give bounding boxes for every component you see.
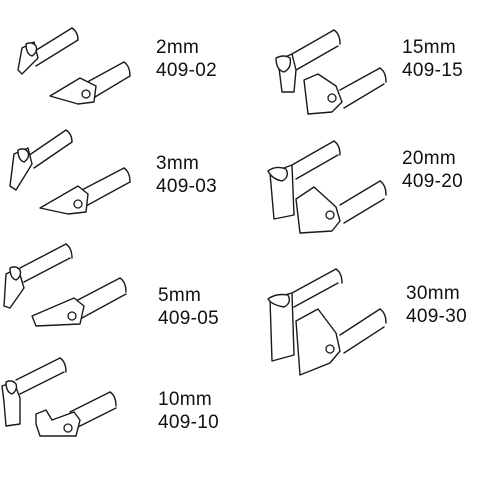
part-number: 409-15 bbox=[402, 60, 463, 81]
tip-2mm-label: 2mm 409-02 bbox=[156, 36, 217, 82]
tip-2mm-illustration bbox=[17, 27, 131, 105]
tip-5mm: 5mm 409-05 bbox=[0, 240, 240, 350]
tip-15mm-label: 15mm 409-15 bbox=[402, 36, 463, 82]
tip-15mm: 15mm 409-15 bbox=[240, 0, 480, 135]
tip-3mm: 3mm 409-03 bbox=[0, 120, 240, 240]
size-label: 15mm bbox=[402, 37, 456, 58]
size-label: 5mm bbox=[158, 285, 202, 306]
tip-20mm: 20mm 409-20 bbox=[240, 135, 480, 265]
tip-15mm-illustration bbox=[275, 29, 387, 115]
tip-5mm-illustration bbox=[3, 243, 127, 327]
size-label: 20mm bbox=[402, 148, 456, 169]
tip-30mm: 30mm 409-30 bbox=[240, 265, 480, 395]
tip-20mm-label: 20mm 409-20 bbox=[402, 147, 463, 193]
tip-3mm-label: 3mm 409-03 bbox=[156, 152, 217, 198]
part-number: 409-30 bbox=[406, 306, 467, 327]
tip-10mm-illustration bbox=[1, 357, 117, 437]
size-label: 10mm bbox=[158, 389, 212, 410]
tip-10mm: 10mm 409-10 bbox=[0, 350, 240, 460]
part-number: 409-03 bbox=[156, 176, 217, 197]
tip-10mm-label: 10mm 409-10 bbox=[158, 388, 219, 434]
tip-2mm: 2mm 409-02 bbox=[0, 0, 240, 120]
tip-30mm-illustration bbox=[267, 268, 387, 376]
tip-20mm-illustration bbox=[267, 140, 387, 234]
tip-30mm-label: 30mm 409-30 bbox=[406, 282, 467, 328]
size-label: 3mm bbox=[156, 153, 200, 174]
part-number: 409-05 bbox=[158, 308, 219, 329]
tip-3mm-illustration bbox=[9, 129, 131, 215]
tip-5mm-label: 5mm 409-05 bbox=[158, 284, 219, 330]
size-label: 2mm bbox=[156, 37, 200, 58]
size-label: 30mm bbox=[406, 283, 460, 304]
part-number: 409-10 bbox=[158, 412, 219, 433]
part-number: 409-02 bbox=[156, 60, 217, 81]
part-number: 409-20 bbox=[402, 171, 463, 192]
